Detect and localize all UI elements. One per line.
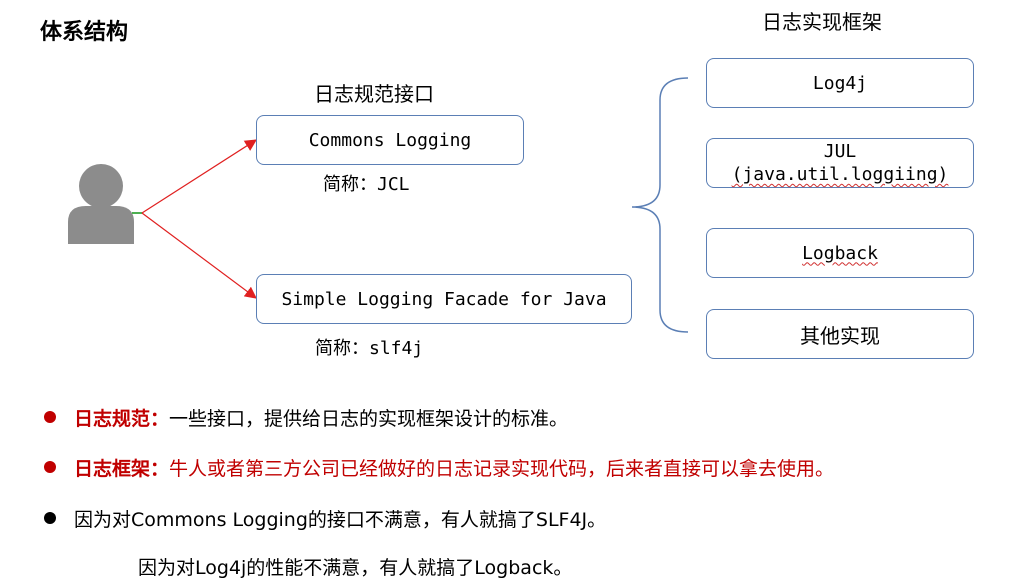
spec-header: 日志规范接口 (314, 82, 434, 106)
slf4j-box: Simple Logging Facade for Java (256, 274, 632, 324)
bullet-dot-3 (44, 512, 56, 524)
jul-label-line1: JUL (823, 141, 857, 162)
abbr-prefix: 简称： (323, 174, 377, 195)
bullet-text: 因为对Commons Logging的接口不满意，有人就搞了SLF4J。 (74, 509, 607, 531)
bullet-dot-1 (44, 411, 56, 423)
bullet-item-2: 日志框架：牛人或者第三方公司已经做好的日志记录实现代码，后来者直接可以拿去使用。 (74, 454, 834, 481)
slf4j-label: Simple Logging Facade for Java (281, 288, 607, 310)
jcl-abbreviation: 简称：JCL (323, 170, 410, 196)
arrow-to-slf4j (141, 212, 257, 299)
logback-label: Logback (802, 242, 878, 264)
bullet-term: 日志规范： (74, 408, 170, 430)
log4j-box: Log4j (706, 58, 974, 108)
slf4j-abbreviation: 简称：slf4j (315, 334, 423, 360)
user-silhouette-icon (68, 164, 134, 244)
bullet-term: 日志框架： (74, 458, 170, 480)
jul-box: JUL (java.util.loggiing) (706, 138, 974, 188)
other-impl-box: 其他实现 (706, 309, 974, 359)
curly-brace (631, 77, 689, 333)
jul-label-line2: (java.util.loggiing) (731, 164, 949, 185)
arrow-to-commons-logging (141, 139, 258, 214)
other-impl-label: 其他实现 (800, 323, 880, 348)
abbr-value: slf4j (369, 338, 424, 359)
impl-header: 日志实现框架 (762, 10, 882, 34)
abbr-prefix: 简称： (315, 338, 369, 359)
page-title: 体系结构 (40, 20, 129, 45)
bullet-item-1: 日志规范：一些接口，提供给日志的实现框架设计的标准。 (74, 404, 568, 431)
bullet-text: 牛人或者第三方公司已经做好的日志记录实现代码，后来者直接可以拿去使用。 (169, 458, 835, 480)
abbr-value: JCL (377, 174, 410, 195)
bullet-text: 一些接口，提供给日志的实现框架设计的标准。 (169, 408, 569, 430)
bullet-item-3: 因为对Commons Logging的接口不满意，有人就搞了SLF4J。 (74, 505, 606, 532)
logback-box: Logback (706, 228, 974, 278)
bullet-dot-2 (44, 461, 56, 473)
bullet-item-4: 因为对Log4j的性能不满意，有人就搞了Logback。 (138, 553, 572, 580)
commons-logging-label: Commons Logging (308, 129, 472, 151)
log4j-label: Log4j (812, 72, 868, 94)
bullet-text: 因为对Log4j的性能不满意，有人就搞了Logback。 (138, 557, 573, 579)
commons-logging-box: Commons Logging (256, 115, 524, 165)
